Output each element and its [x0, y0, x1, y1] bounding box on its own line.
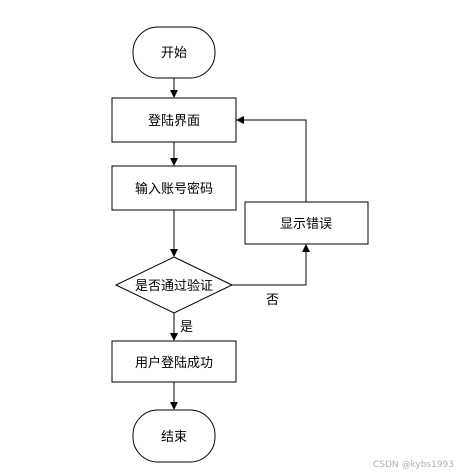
login-page-node: 登陆界面: [111, 97, 237, 143]
edge-decision-to-show-error: [232, 244, 310, 286]
decision-verify-node: 是否通过验证: [114, 256, 234, 314]
watermark: CSDN @kybs1993: [372, 460, 454, 470]
end-node: 结束: [132, 409, 216, 463]
edge-show-error-to-login-page: [236, 116, 307, 202]
login-success-node-label: 用户登陆成功: [135, 355, 213, 371]
start-node-label: 开始: [161, 46, 187, 61]
decision-verify-node-label: 是否通过验证: [135, 278, 213, 294]
end-node-label: 结束: [161, 430, 187, 445]
edge-success-to-end: [170, 382, 178, 410]
edge-input-to-decision: [170, 210, 178, 257]
yes-edge-label: 是: [180, 320, 193, 335]
login-success-node: 用户登陆成功: [111, 340, 237, 383]
edge-decision-to-success: [170, 313, 178, 341]
no-edge-label: 否: [266, 293, 279, 308]
edge-login-page-to-input: [170, 142, 178, 166]
login-page-node-label: 登陆界面: [148, 113, 200, 129]
start-node: 开始: [132, 26, 216, 79]
edge-start-to-login-page: [170, 78, 178, 98]
input-credentials-node: 输入账号密码: [111, 165, 237, 211]
show-error-node: 显示错误: [244, 201, 369, 245]
show-error-node-label: 显示错误: [280, 217, 332, 232]
input-credentials-node-label: 输入账号密码: [135, 181, 213, 197]
